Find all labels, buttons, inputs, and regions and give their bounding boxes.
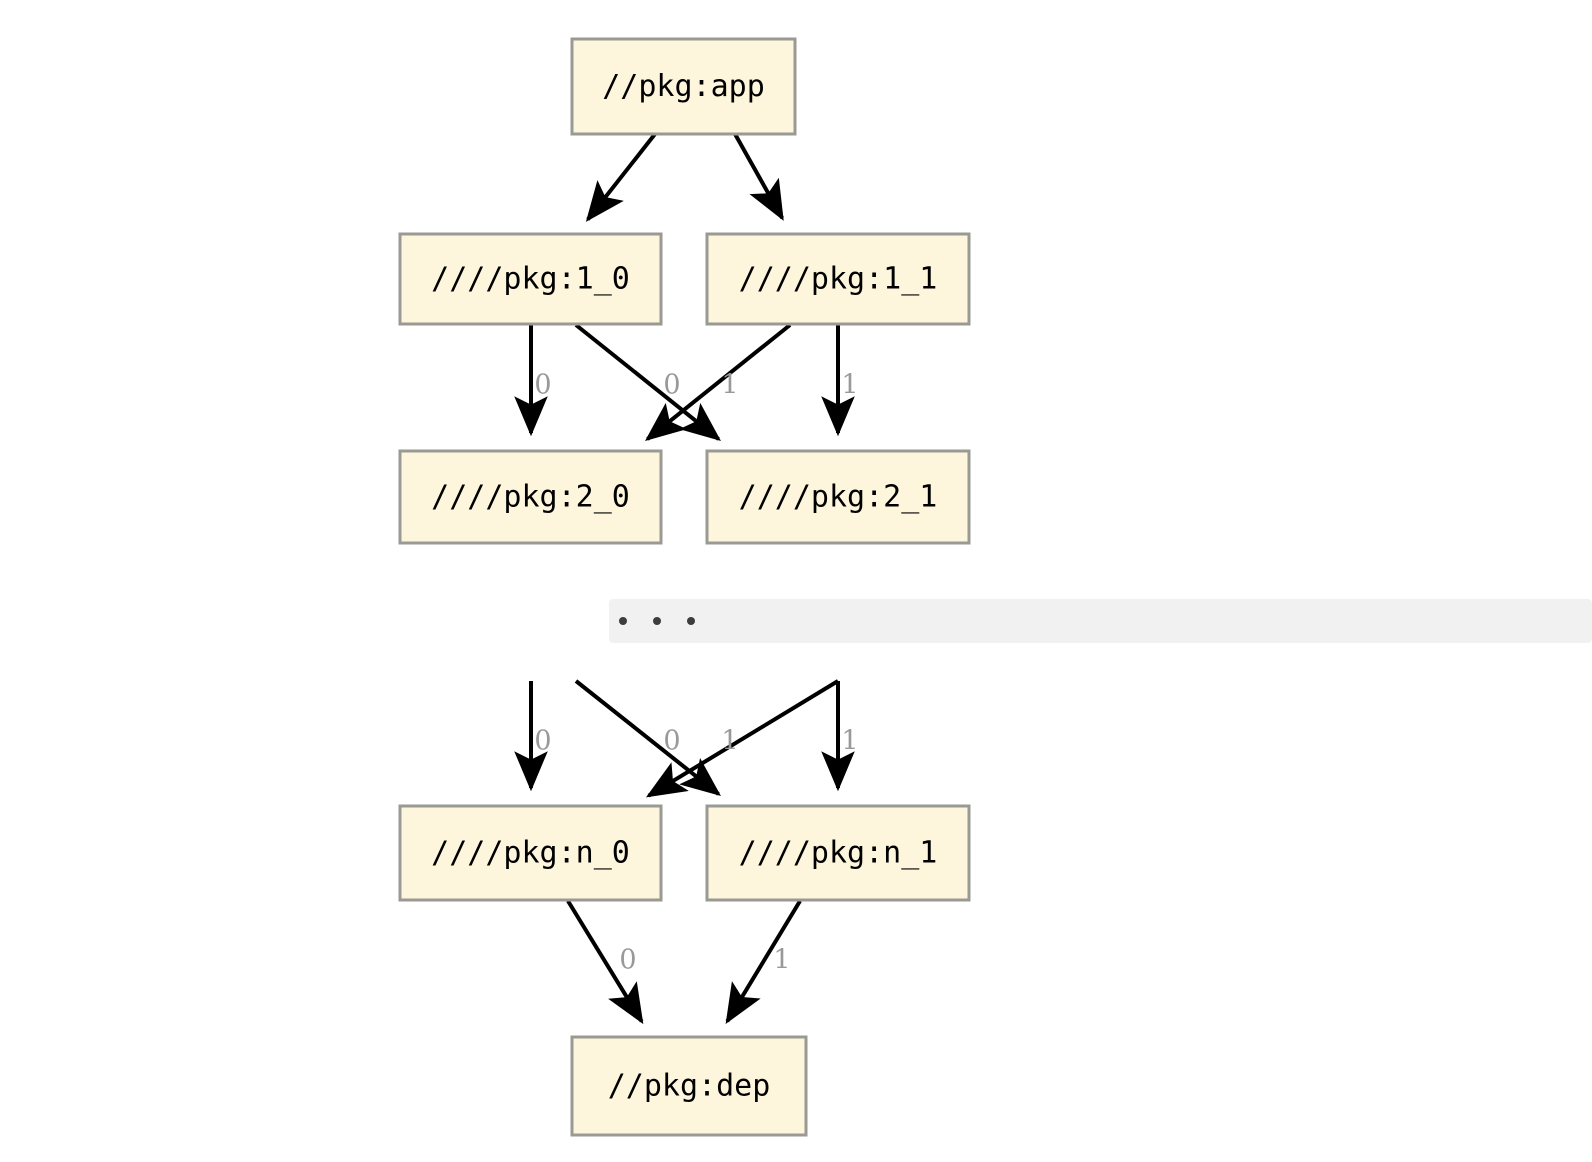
edge-group: 0 0 1 1 0 0 1 1 0 1 (514, 132, 859, 1025)
graph-node-l1_1[interactable]: ////pkg:1_1 (705, 232, 971, 326)
edge-label: 1 (773, 945, 790, 976)
node-box[interactable] (398, 449, 663, 545)
graph-edge (585, 132, 657, 222)
graph-edge: 0 (574, 679, 721, 797)
graph-edge: 1 (725, 899, 802, 1025)
edge-label: 0 (534, 726, 551, 757)
node-box[interactable] (570, 37, 797, 136)
edge-label: 0 (663, 726, 680, 757)
edge-label: 0 (619, 945, 636, 976)
edge-line (725, 899, 802, 1025)
node-label: ////pkg:1_0 (431, 262, 630, 297)
graph-node-ln_1[interactable]: ////pkg:n_1 (705, 804, 971, 902)
edge-line (733, 133, 784, 221)
graph-node-ln_0[interactable]: ////pkg:n_0 (398, 804, 663, 902)
node-group: //pkg:app ////pkg:1_0 ////pkg:1_1 ////pkg:2… (398, 37, 971, 1137)
ellipsis-group (609, 599, 1592, 643)
graph-edge: 0 (566, 899, 644, 1025)
graph-node-dep[interactable]: //pkg:dep (570, 1035, 808, 1137)
edge-label: 1 (721, 726, 738, 757)
ellipsis-band (609, 599, 1592, 643)
node-box[interactable] (398, 232, 663, 326)
ellipsis-dot (653, 617, 661, 625)
node-label: ////pkg:2_0 (431, 480, 630, 515)
graph-edge: 1 (645, 679, 840, 798)
graph-edge: 0 (574, 323, 722, 442)
node-box[interactable] (705, 449, 971, 545)
node-label: ////pkg:n_1 (739, 836, 938, 871)
edge-line (574, 323, 722, 442)
node-label: ////pkg:2_1 (739, 480, 938, 515)
graph-node-l2_1[interactable]: ////pkg:2_1 (705, 449, 971, 545)
edge-label: 1 (841, 726, 858, 757)
graph-edge: 1 (821, 681, 859, 792)
node-box[interactable] (398, 804, 663, 902)
graph-edge: 0 (514, 681, 552, 792)
edge-line (644, 323, 792, 442)
node-box[interactable] (705, 232, 971, 326)
graph-node-l2_0[interactable]: ////pkg:2_0 (398, 449, 663, 545)
graph-edge (733, 133, 784, 221)
graph-edge: 1 (821, 325, 859, 437)
edge-line (566, 899, 644, 1025)
edge-label: 0 (663, 370, 680, 401)
node-label: ////pkg:1_1 (739, 262, 938, 297)
graph-node-app[interactable]: //pkg:app (570, 37, 797, 136)
edge-label: 1 (841, 370, 858, 401)
node-box[interactable] (705, 804, 971, 902)
node-label: //pkg:app (602, 69, 765, 104)
node-label: //pkg:dep (608, 1069, 771, 1104)
edge-label: 0 (534, 370, 551, 401)
ellipsis-dot (619, 617, 627, 625)
graph-node-l1_0[interactable]: ////pkg:1_0 (398, 232, 663, 326)
edge-line (574, 679, 721, 797)
node-label: ////pkg:n_0 (431, 836, 630, 871)
edge-line (645, 679, 840, 798)
graph-edge: 1 (644, 323, 792, 442)
ellipsis-dot (687, 617, 695, 625)
graph-edge: 0 (514, 325, 552, 437)
edge-line (585, 132, 657, 222)
node-box[interactable] (570, 1035, 808, 1137)
edge-label: 1 (721, 370, 738, 401)
